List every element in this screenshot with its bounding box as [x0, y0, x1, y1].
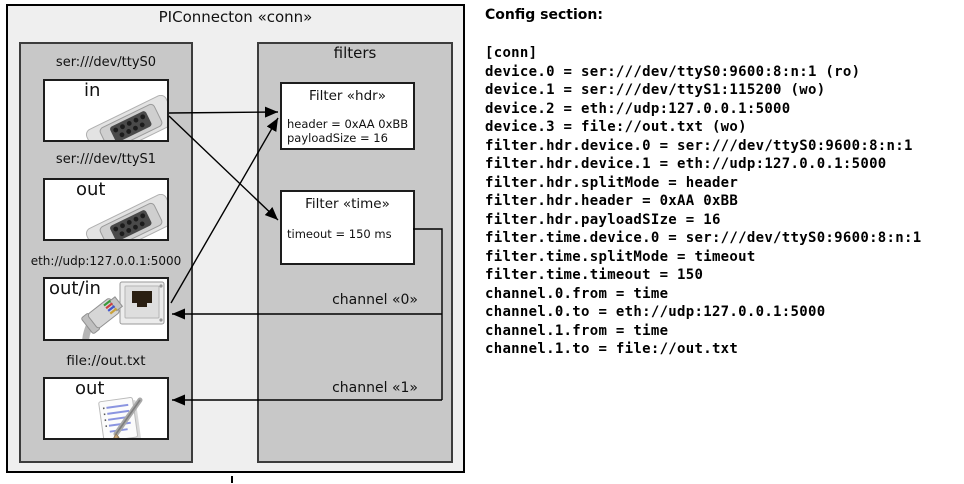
filter-attribute: header = 0xAA 0xBB	[287, 117, 409, 131]
config-line: filter.hdr.header = 0xAA 0xBB	[485, 193, 739, 209]
config-heading: Config section:	[485, 7, 603, 23]
config-line: channel.0.from = time	[485, 285, 669, 302]
device-direction-label: in	[84, 80, 101, 101]
channel-1-label: channel «1»	[332, 380, 418, 396]
device-box-ttys1: out	[43, 178, 169, 241]
config-line: channel.1.from = time	[485, 322, 669, 339]
ethernet-connector-icon	[81, 296, 124, 339]
config-line: channel.0.to = eth://udp:127.0.0.1:5000	[485, 304, 826, 320]
filter-title: Filter «hdr»	[309, 88, 386, 104]
device-uri-eth: eth://udp:127.0.0.1:5000	[30, 254, 182, 268]
config-line: filter.hdr.payloadSIze = 16	[485, 211, 721, 228]
config-line: channel.1.to = file://out.txt	[485, 341, 739, 357]
config-line: device.1 = ser:///dev/ttyS1:115200 (wo)	[485, 82, 826, 98]
device-uri-file: file://out.txt	[66, 353, 146, 369]
filter-title: Filter «time»	[305, 196, 390, 212]
config-line: filter.hdr.splitMode = header	[485, 174, 739, 191]
device-box-eth: out/in	[43, 277, 169, 341]
serial-connector-icon	[85, 194, 167, 239]
device-box-ttys0: in	[43, 79, 169, 142]
diagram-title: PIConnecton «conn»	[158, 8, 313, 26]
filter-attribute: timeout = 150 ms	[287, 227, 392, 241]
device-direction-label: out/in	[49, 278, 101, 299]
device-direction-label: out	[75, 378, 105, 399]
filter-box-hdr: Filter «hdr» header = 0xAA 0xBB payloadS…	[280, 82, 415, 150]
config-line: filter.hdr.device.0 = ser:///dev/ttyS0:9…	[485, 137, 913, 154]
device-uri-ttys1: ser:///dev/ttyS1	[55, 152, 157, 167]
ethernet-jack-icon	[119, 281, 165, 325]
config-listing: [conn] device.0 = ser:///dev/ttyS0:9600:8…	[485, 44, 921, 359]
filter-attribute: payloadSize = 16	[287, 131, 388, 145]
filter-box-time: Filter «time» timeout = 150 ms	[280, 190, 415, 265]
config-line: [conn]	[485, 45, 538, 61]
channel-0-label: channel «0»	[332, 292, 418, 308]
config-line: device.2 = eth://udp:127.0.0.1:5000	[485, 100, 791, 117]
notepad-icon	[98, 396, 143, 438]
config-line: filter.time.splitMode = timeout	[485, 248, 756, 265]
config-line: filter.time.device.0 = ser:///dev/ttyS0:…	[485, 230, 922, 246]
config-line: filter.hdr.device.1 = eth://udp:127.0.0.…	[485, 156, 887, 172]
config-line: device.0 = ser:///dev/ttyS0:9600:8:n:1 (…	[485, 63, 861, 80]
serial-connector-icon	[85, 95, 167, 140]
device-direction-label: out	[76, 179, 106, 200]
filters-panel-title: filters	[333, 44, 377, 62]
device-uri-ttys0: ser:///dev/ttyS0	[55, 55, 157, 70]
config-line: filter.time.timeout = 150	[485, 267, 704, 283]
canvas-tick	[231, 476, 233, 483]
device-box-file: out	[43, 377, 169, 440]
config-line: device.3 = file://out.txt (wo)	[485, 119, 747, 135]
